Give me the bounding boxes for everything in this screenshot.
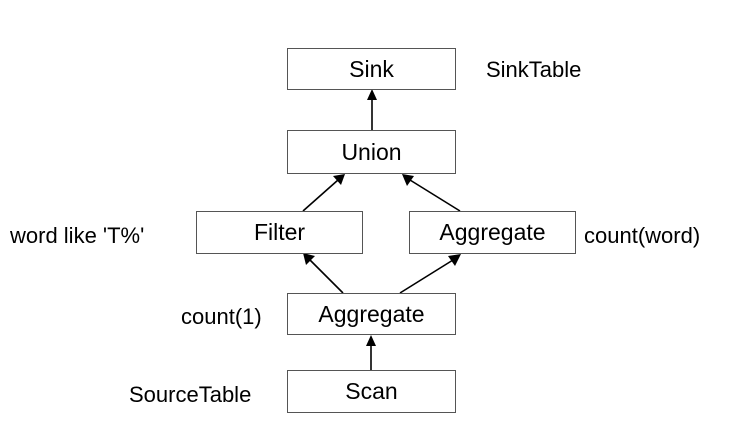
edge-aggregate-to-union xyxy=(402,174,461,212)
node-aggregate-bottom-label: Aggregate xyxy=(318,300,425,327)
node-sink-label: Sink xyxy=(349,55,394,82)
annotation-source-table: SourceTable xyxy=(129,382,252,407)
node-aggregate-right: Aggregate xyxy=(409,211,576,254)
node-filter-label: Filter xyxy=(253,219,306,245)
edge-union-to-sink xyxy=(367,89,377,130)
edge-aggregate-to-aggregate xyxy=(399,254,461,294)
annotation-sink-table: SinkTable xyxy=(486,57,582,82)
edge-scan-to-aggregate xyxy=(366,335,376,370)
node-union-label: Union xyxy=(341,138,402,165)
annotation-aggregate-count-1: count(1) xyxy=(181,304,262,329)
node-union: Union xyxy=(287,130,456,174)
annotation-aggregate-count-word: count(word) xyxy=(584,223,701,248)
annotation-filter-predicate: word like 'T%' xyxy=(10,223,145,248)
edge-filter-to-union xyxy=(302,174,345,212)
node-aggregate-bottom: Aggregate xyxy=(287,293,456,335)
node-filter: Filter xyxy=(196,211,363,254)
edge-aggregate-to-filter xyxy=(303,253,344,294)
node-sink: Sink xyxy=(287,48,456,90)
node-aggregate-right-label: Aggregate xyxy=(439,219,546,245)
node-scan: Scan xyxy=(287,370,456,413)
node-scan-label: Scan xyxy=(345,378,398,404)
